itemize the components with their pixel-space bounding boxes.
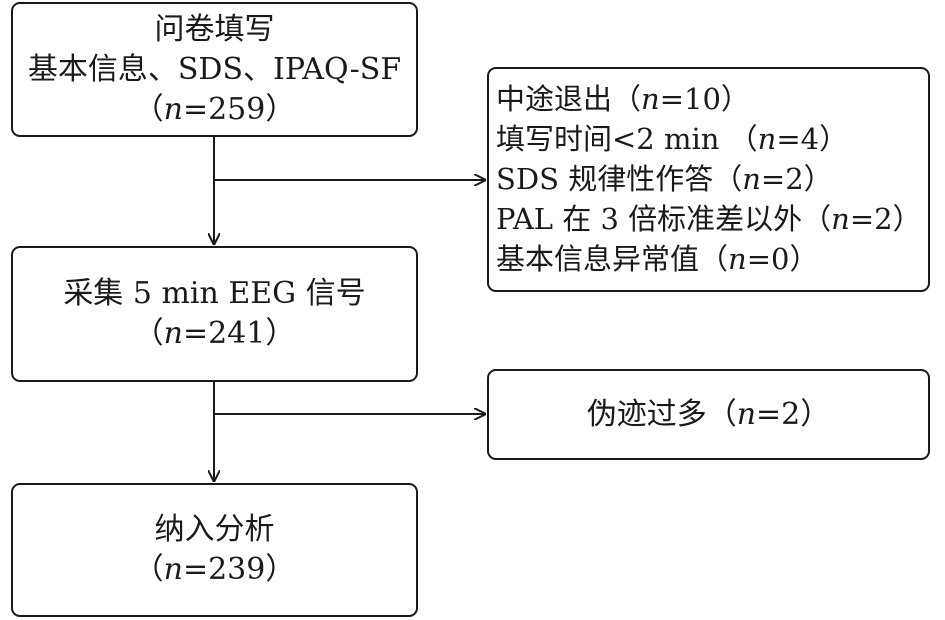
exclusion1-item-count: =2） xyxy=(849,202,922,236)
exclusion1-item-text: 填写时间<2 min （ xyxy=(496,122,758,156)
step3-title: 纳入分析 xyxy=(154,512,275,547)
step1-title: 问卷填写 xyxy=(154,11,275,47)
exclusion1-item-var: n xyxy=(641,82,660,116)
exclusion1-item-text: 中途退出（ xyxy=(496,82,642,116)
exclusion1-item: SDS 规律性作答（n=2） xyxy=(496,159,928,199)
step-questionnaire-box: 问卷填写 基本信息、SDS、IPAQ-SF （n=259） xyxy=(11,2,418,137)
step1-count-post: =259） xyxy=(182,91,296,127)
exclusion2-item-count: =2） xyxy=(756,396,831,432)
exclusion1-item-text: 基本信息异常值（ xyxy=(496,242,729,276)
step3-count: （n=239） xyxy=(134,550,296,590)
exclusion1-item: PAL 在 3 倍标准差以外（n=2） xyxy=(496,199,928,239)
step2-count-post: =241） xyxy=(182,316,296,351)
step1-subtitle: 基本信息、SDS、IPAQ-SF xyxy=(27,51,402,87)
exclusion1-item-text: PAL 在 3 倍标准差以外（ xyxy=(496,202,832,236)
exclusion2-item-text: 伪迹过多（ xyxy=(586,396,737,432)
step3-count-var: n xyxy=(163,552,183,587)
step1-count: （n=259） xyxy=(134,90,296,130)
step1-count-var: n xyxy=(163,91,183,127)
exclusion1-item-var: n xyxy=(742,162,761,196)
exclusion1-item-text: SDS 规律性作答（ xyxy=(496,162,743,196)
step3-count-pre: （ xyxy=(133,552,164,587)
step2-count: （n=241） xyxy=(134,314,296,354)
exclusion1-item: 中途退出（n=10） xyxy=(496,79,928,119)
step1-count-pre: （ xyxy=(133,91,164,127)
exclusion1-item-var: n xyxy=(831,202,850,236)
exclusion1-item-count: =4） xyxy=(776,122,849,156)
step-eeg-box: 采集 5 min EEG 信号 （n=241） xyxy=(11,246,418,382)
exclusion1-item-var: n xyxy=(757,122,777,156)
step2-count-pre: （ xyxy=(133,316,164,351)
exclusion1-item-var: n xyxy=(728,242,747,276)
exclusion2-item-var: n xyxy=(736,396,757,432)
exclusion1-item: 基本信息异常值（n=0） xyxy=(496,239,928,279)
exclusion1-item-count: =2） xyxy=(760,162,833,196)
step2-title: 采集 5 min EEG 信号 xyxy=(63,276,366,311)
exclusion1-item: 填写时间<2 min （n=4） xyxy=(496,119,928,159)
step2-count-var: n xyxy=(163,316,183,351)
exclusion1-item-count: =0） xyxy=(746,242,819,276)
exclusion-box-2: 伪迹过多（n=2） xyxy=(487,369,930,460)
exclusion2-item: 伪迹过多（n=2） xyxy=(587,395,831,435)
step-analysis-box: 纳入分析 （n=239） xyxy=(11,483,418,617)
exclusion1-item-count: =10） xyxy=(659,82,750,116)
exclusion-box-1: 中途退出（n=10） 填写时间<2 min （n=4） SDS 规律性作答（n=… xyxy=(487,67,930,292)
step3-count-post: =239） xyxy=(182,552,296,587)
